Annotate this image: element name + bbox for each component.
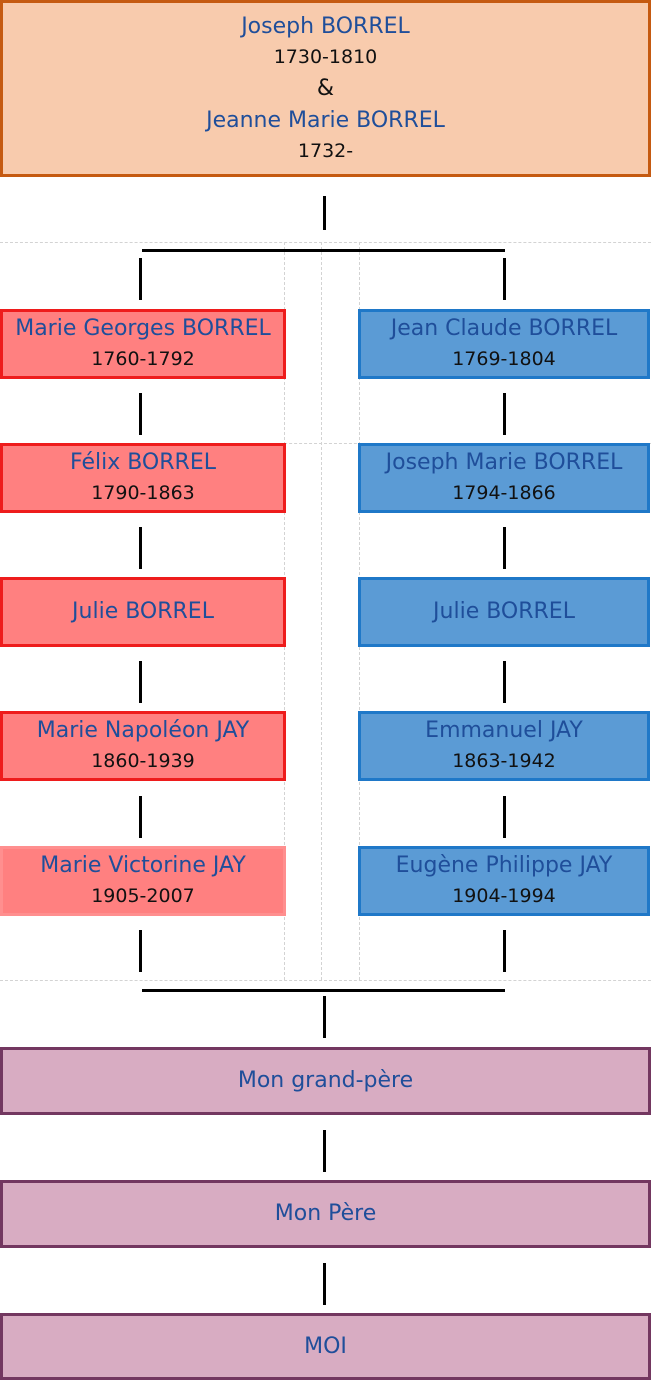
connector-line [503, 393, 506, 435]
connector-line [139, 796, 142, 838]
person-dates: 1860-1939 [91, 750, 195, 772]
person-dates: 1760-1792 [91, 348, 195, 370]
root-and-symbol: & [316, 75, 335, 101]
person-name: Joseph Marie BORREL [385, 450, 623, 475]
connector-line [503, 527, 506, 569]
person-name: Marie Victorine JAY [40, 853, 246, 878]
person-dates: 1794-1866 [452, 482, 556, 504]
connector-line [139, 393, 142, 435]
person-name: Marie Georges BORREL [15, 316, 271, 341]
descendant-box: Mon Père [0, 1180, 651, 1248]
person-name: Mon grand-père [237, 1068, 414, 1093]
connector-line [323, 996, 326, 1038]
gridline [321, 242, 322, 980]
left-person-box: Félix BORREL 1790-1863 [0, 443, 286, 513]
branch-bar-top [142, 249, 505, 252]
branch-bar-bottom [142, 989, 505, 992]
gridline [0, 443, 651, 444]
person-name: Emmanuel JAY [425, 718, 583, 743]
left-person-box: Julie BORREL [0, 577, 286, 647]
person-dates: 1904-1994 [452, 885, 556, 907]
connector-line [323, 1263, 326, 1305]
person-name: Jean Claude BORREL [390, 316, 618, 341]
person-name: Julie BORREL [433, 599, 575, 624]
person-dates: 1905-2007 [91, 885, 195, 907]
right-person-box: Jean Claude BORREL 1769-1804 [358, 309, 650, 379]
root-person2-dates: 1732- [297, 139, 354, 162]
connector-line [323, 1130, 326, 1172]
connector-line [503, 796, 506, 838]
left-person-box: Marie Napoléon JAY 1860-1939 [0, 711, 286, 781]
person-name: Mon Père [274, 1201, 377, 1226]
person-name: Félix BORREL [70, 450, 216, 475]
left-person-box: Marie Georges BORREL 1760-1792 [0, 309, 286, 379]
gridline [0, 980, 651, 981]
connector-line [139, 258, 142, 300]
connector-line [139, 661, 142, 703]
connector-line [139, 930, 142, 972]
right-person-box: Julie BORREL [358, 577, 650, 647]
root-person1-dates: 1730-1810 [273, 45, 378, 68]
root-person2-name: Jeanne Marie BORREL [206, 107, 445, 133]
person-dates: 1863-1942 [452, 750, 556, 772]
connector-line [503, 258, 506, 300]
root-person1-name: Joseph BORREL [241, 13, 410, 39]
person-name: Julie BORREL [72, 599, 214, 624]
left-person-box: Marie Victorine JAY 1905-2007 [0, 846, 286, 916]
person-name: Marie Napoléon JAY [36, 718, 250, 743]
connector-line [503, 661, 506, 703]
person-dates: 1769-1804 [452, 348, 556, 370]
gridline [0, 242, 651, 243]
root-couple-box: Joseph BORREL 1730-1810 & Jeanne Marie B… [0, 0, 651, 177]
connector-line [503, 930, 506, 972]
right-person-box: Joseph Marie BORREL 1794-1866 [358, 443, 650, 513]
person-name: MOI [304, 1333, 347, 1359]
descendant-box: MOI [0, 1313, 651, 1380]
right-person-box: Eugène Philippe JAY 1904-1994 [358, 846, 650, 916]
connector-line [323, 196, 326, 230]
right-person-box: Emmanuel JAY 1863-1942 [358, 711, 650, 781]
person-dates: 1790-1863 [91, 482, 195, 504]
descendant-box: Mon grand-père [0, 1047, 651, 1115]
person-name: Eugène Philippe JAY [395, 853, 613, 878]
connector-line [139, 527, 142, 569]
